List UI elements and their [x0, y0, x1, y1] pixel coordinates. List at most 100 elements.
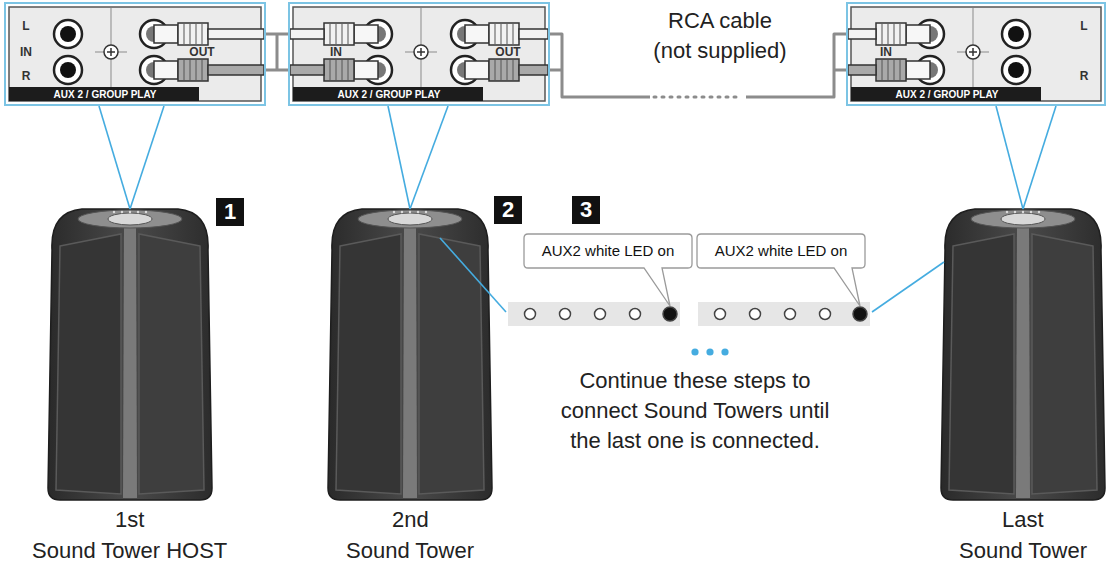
tower-name: 2nd	[392, 505, 429, 535]
rca-plug	[465, 23, 548, 45]
jack-panel-callout: IN L R AUX 2 / GROUP PLAY	[846, 2, 1106, 106]
callout-bubble: AUX2 white LED on	[524, 234, 692, 268]
jack-label: L	[22, 19, 29, 33]
tower-name: 1st	[115, 505, 144, 535]
callout-leader	[996, 106, 1023, 209]
led	[630, 309, 641, 320]
rca-jack	[1008, 26, 1024, 42]
sound-tower	[328, 209, 492, 500]
rca-jack	[1008, 62, 1024, 78]
rca-jack	[54, 56, 82, 84]
bubble-text: AUX2 white LED on	[715, 242, 848, 260]
jack-label: L	[1080, 19, 1087, 33]
jack-label: R	[22, 69, 31, 83]
panel-strip	[9, 87, 199, 101]
rca-jack	[1002, 20, 1030, 48]
control-panel	[388, 213, 432, 225]
rca-plug	[465, 59, 548, 81]
led	[750, 309, 761, 320]
callout-leader	[99, 106, 130, 209]
callout-number: 2	[494, 196, 522, 224]
led	[715, 309, 726, 320]
led	[595, 309, 606, 320]
continuation-dots	[706, 348, 713, 355]
screw	[104, 45, 118, 59]
led-strip	[508, 302, 680, 326]
tower-name: Sound Tower	[346, 536, 474, 566]
tower-grille	[139, 234, 204, 494]
callout-leader	[1023, 106, 1056, 209]
rca-plug	[848, 23, 930, 45]
screw	[969, 48, 977, 56]
led	[820, 309, 831, 320]
control-panel	[1001, 213, 1045, 225]
rca-jack	[60, 62, 76, 78]
tower-name: Last	[1002, 505, 1044, 535]
callout-leader	[130, 106, 164, 209]
leader-line	[872, 262, 944, 312]
led-row	[698, 302, 870, 326]
jack-label: IN	[330, 45, 342, 59]
tower-edge	[403, 228, 417, 498]
screw	[966, 45, 980, 59]
led	[853, 307, 867, 321]
led	[785, 309, 796, 320]
tower-edge	[123, 228, 137, 498]
rca-plug	[290, 23, 378, 45]
bubble-text: AUX2 white LED on	[542, 242, 675, 260]
tower-grille	[336, 234, 401, 494]
continuation-dots	[691, 348, 698, 355]
rca-plug	[848, 59, 930, 81]
callout-leader	[410, 106, 448, 209]
jack-panel-callout: L IN R OUT AUX 2 / GROUP PLAY	[4, 2, 266, 106]
jack-label: OUT	[495, 45, 520, 59]
tower-grille	[419, 234, 484, 494]
jack-label: IN	[20, 45, 32, 59]
jack-label: R	[1080, 69, 1089, 83]
tower-body	[941, 209, 1105, 500]
tower-body	[48, 209, 212, 500]
jack-label: OUT	[189, 45, 214, 59]
tower-grille	[1032, 234, 1097, 494]
rca-jack	[1002, 56, 1030, 84]
jack-label: IN	[880, 45, 892, 59]
continuation-dots	[721, 348, 728, 355]
led-row	[508, 302, 680, 326]
tower-grille	[56, 234, 121, 494]
tower-name: Sound Tower HOST	[32, 536, 227, 566]
led	[525, 309, 536, 320]
tower-top	[78, 210, 182, 228]
tower-top	[971, 210, 1075, 228]
tower-grille	[949, 234, 1014, 494]
sound-tower	[48, 209, 212, 500]
control-panel	[108, 213, 152, 225]
callout-number: 3	[572, 196, 600, 224]
led	[663, 307, 677, 321]
leader-line	[440, 238, 506, 312]
cable-note: RCA cable (not supplied)	[652, 6, 788, 66]
screw	[414, 45, 428, 59]
panel-title: AUX 2 / GROUP PLAY	[896, 89, 999, 100]
rca-jack	[54, 20, 82, 48]
led	[560, 309, 571, 320]
panel-title: AUX 2 / GROUP PLAY	[338, 89, 441, 100]
screw	[107, 48, 115, 56]
screw	[417, 48, 425, 56]
panel-title: AUX 2 / GROUP PLAY	[54, 89, 157, 100]
callout-leader	[388, 106, 410, 209]
tower-top	[358, 210, 462, 228]
panel-strip	[851, 87, 1041, 101]
rca-plug	[154, 59, 264, 81]
rca-cable	[266, 34, 288, 70]
jack-panel	[851, 7, 1101, 101]
jack-panel	[293, 7, 545, 101]
rca-jack	[60, 26, 76, 42]
rca-plug	[154, 23, 264, 45]
instruction-note: Continue these steps to connect Sound To…	[559, 366, 831, 456]
tower-edge	[1016, 228, 1030, 498]
jack-panel-callout: IN OUT AUX 2 / GROUP PLAY	[288, 2, 550, 106]
bubble-outline	[697, 234, 865, 306]
sound-tower	[941, 209, 1105, 500]
bubble-outline	[524, 234, 692, 306]
